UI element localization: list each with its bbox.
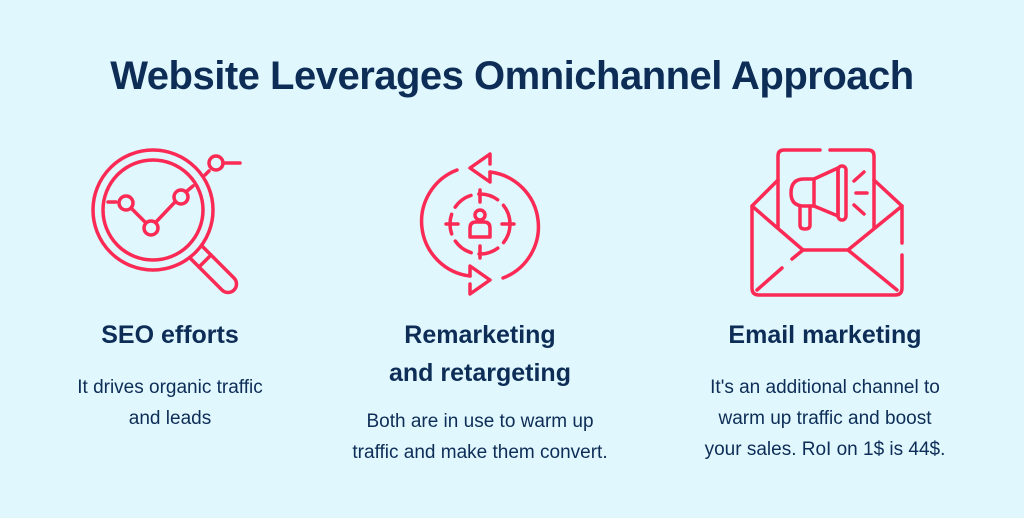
remarketing-desc-line-1: Both are in use to warm up [366, 411, 594, 432]
remarketing-heading-line-1: Remarketing [404, 321, 556, 349]
seo-desc-line-2: and leads [128, 408, 212, 429]
column-remarketing: Remarketing and retargeting Both are in … [320, 318, 640, 468]
email-desc-line-3: your sales. RoI on 1$ is 44$. [704, 439, 946, 460]
seo-heading: SEO efforts [101, 321, 239, 349]
email-desc-line-2: warm up traffic and boost [718, 408, 932, 429]
remarketing-heading-line-2: and retargeting [389, 359, 571, 387]
column-email: Email marketing It's an additional chann… [665, 318, 985, 465]
remarketing-desc-line-2: traffic and make them convert. [352, 442, 608, 463]
magnifier-chart-icon [60, 140, 280, 310]
envelope-megaphone-icon [730, 140, 920, 310]
column-seo: SEO efforts It drives organic traffic an… [20, 318, 320, 434]
seo-desc-line-1: It drives organic traffic [77, 377, 263, 398]
email-heading: Email marketing [728, 321, 922, 349]
retarget-cycle-icon [400, 140, 560, 310]
page-title: Website Leverages Omnichannel Approach [110, 54, 914, 98]
email-desc-line-1: It's an additional channel to [710, 377, 940, 398]
